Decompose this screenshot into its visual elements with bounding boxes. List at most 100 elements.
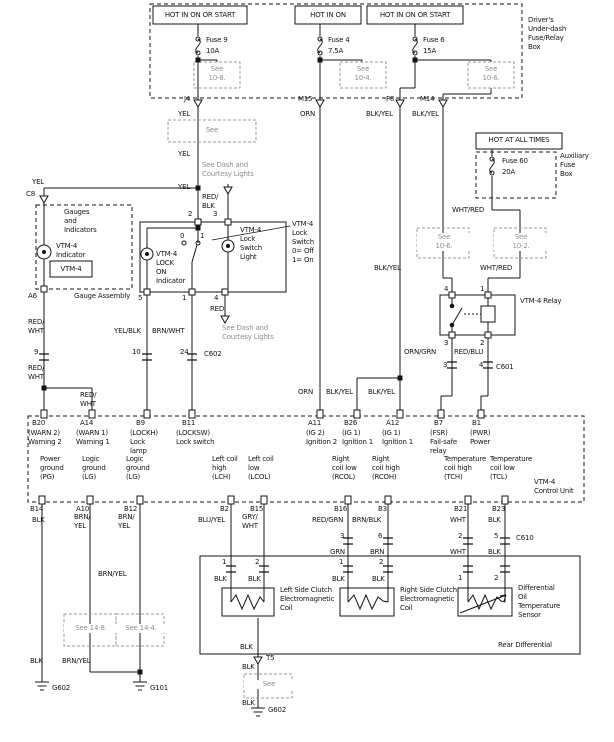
wire-brnyel-b12: BRN/ YEL <box>118 513 135 530</box>
pin-b9: B9 <box>136 419 145 427</box>
hot-box-3 <box>366 5 464 25</box>
see-box-10-6-top <box>467 61 515 89</box>
vtm4-relay-label: VTM-4 Relay <box>520 297 562 305</box>
wire-wht-b21: WHT <box>450 516 466 524</box>
pin-b1: B1 <box>472 419 481 427</box>
vtm4-legend-box <box>49 260 93 278</box>
gauges-title: Gauges and Indicators <box>64 208 97 234</box>
connector-m15: M15 <box>298 95 313 103</box>
wire-red: RED <box>210 305 225 313</box>
wire-blk-t5-a: BLK <box>240 643 253 651</box>
c602-pin-10: 10 <box>132 348 141 356</box>
gauges-box <box>35 204 133 290</box>
fuse-symbols <box>195 36 495 176</box>
left-coil-box <box>221 587 275 617</box>
right-coil-symbol <box>347 593 389 611</box>
wire-blk-g602: BLK <box>30 657 43 665</box>
wire-bluyel: BLU/YEL <box>198 516 226 524</box>
fuse9-amps: 10A <box>206 47 220 55</box>
c610-pin-5: 5 <box>494 532 499 540</box>
see-box-10-4 <box>339 61 387 89</box>
left-coil-label: Left Side Clutch Electromagnetic Coil <box>280 586 335 612</box>
see-ref-14-8: See 14-8. <box>64 624 118 633</box>
pin-a14: A14 <box>80 419 94 427</box>
rear-differential-label: Rear Differential <box>498 641 552 649</box>
connector-m14: M14 <box>420 95 435 103</box>
c610-pin-3: 3 <box>340 532 345 540</box>
c601-pin-4: 4 <box>479 361 484 369</box>
hot-in-on-or-start-2: HOT IN ON OR START <box>379 11 451 19</box>
leftcoil-pin-2: 2 <box>255 558 260 566</box>
wire-yel-4: YEL <box>178 183 190 191</box>
pin-b26: B26 <box>344 419 358 427</box>
fuse6-amps: 15A <box>423 47 437 55</box>
wire-redwht-3: RED/ WHT <box>80 391 97 408</box>
pin-b23: B23 <box>492 505 506 513</box>
wire-brnyel-g101: BRN/YEL <box>62 657 91 665</box>
wire-blk-lc2: BLK <box>248 575 261 583</box>
connector-c8: C8 <box>26 190 35 198</box>
wire-yel-3: YEL <box>32 178 44 186</box>
rightcoil-pin-1: 1 <box>339 558 344 566</box>
connector-c602: C602 <box>204 350 222 358</box>
wire-grywht: GRY/ WHT <box>242 513 258 530</box>
connector-arrows <box>39 99 448 666</box>
hot-at-all-times: HOT AT ALL TIMES <box>488 136 550 144</box>
sensor-pin-1: 1 <box>458 574 463 582</box>
func-ig1-a: (IG 1) Ignition 1 <box>342 429 373 446</box>
hot-in-on-or-start-1: HOT IN ON OR START <box>164 11 236 19</box>
relay-pin-4: 4 <box>444 285 449 293</box>
wire-yel-1: YEL <box>178 110 190 118</box>
lockbox-pin-2: 2 <box>188 210 193 218</box>
func-ig1-b: (IG 1) Ignition 1 <box>382 429 413 446</box>
wire-orn-1: ORN <box>300 110 316 118</box>
connector-ticks <box>39 353 510 573</box>
switch-pos-1: 1 <box>200 232 205 240</box>
c610-pin-6: 6 <box>378 532 383 540</box>
ground-g602-left: G602 <box>52 684 70 692</box>
wire-brnyel-merge: BRN/YEL <box>98 570 127 578</box>
see-ref-10-4: See 10-4. <box>354 65 372 82</box>
relay-pin-1: 1 <box>480 285 485 293</box>
junction-dots <box>41 57 418 675</box>
pin-a11: A11 <box>308 419 322 427</box>
wire-blkyel-2: BLK/YEL <box>412 110 439 118</box>
aux-fuse-box-title: Auxiliary Fuse Box <box>560 152 589 178</box>
pin-b21: B21 <box>454 505 468 513</box>
note-dash-courtesy-1: See Dash and Courtesy Lights <box>202 161 254 178</box>
wire-yel-2: YEL <box>178 150 190 158</box>
pin-a6: A6 <box>28 292 37 300</box>
under-dash-fusebox <box>149 3 523 99</box>
ground-g101: G101 <box>150 684 168 692</box>
hot-box-1 <box>152 5 248 25</box>
c602-pin-24: 24 <box>180 348 189 356</box>
fusebox-title: Driver's Under-dash Fuse/Relay Box <box>528 16 567 51</box>
see-ref-10-2: See 10-2. <box>494 233 548 251</box>
c602-pin-9: 9 <box>34 348 39 356</box>
wire-blk-lc1: BLK <box>214 575 227 583</box>
func-warn1: (WARN 1) Warning 1 <box>76 429 110 446</box>
func-rcol: Right coil low (RCOL) <box>332 455 357 481</box>
wire-blk-t5-c: BLK <box>242 699 255 707</box>
pin-b2: B2 <box>220 505 229 513</box>
pin-b15: B15 <box>250 505 264 513</box>
c601-pin-3: 3 <box>443 361 448 369</box>
right-coil-box <box>339 587 395 617</box>
func-lch: Left coil high (LCH) <box>212 455 238 481</box>
connector-j4: J4 <box>184 95 191 103</box>
wire-whtred-2: WHT/RED <box>480 264 513 272</box>
wire-blk-rc2: BLK <box>372 575 385 583</box>
func-rcoh: Right coil high (RCOH) <box>372 455 400 481</box>
connector-t5: T5 <box>266 654 275 662</box>
pin-b3: B3 <box>378 505 387 513</box>
pin-b20: B20 <box>32 419 46 427</box>
leftcoil-pin-1: 1 <box>222 558 227 566</box>
wire-blk-t5-b: BLK <box>242 663 255 671</box>
rightcoil-pin-2: 2 <box>379 558 384 566</box>
see-ref-10-8: See 10-8. <box>208 65 226 82</box>
ground-g602-bottom: G602 <box>268 706 286 714</box>
wire-brnyel-a10: BRN/ YEL <box>74 513 91 530</box>
temp-sensor-label: Differential Oil Temperature Sensor <box>518 584 561 619</box>
pin-b7: B7 <box>434 419 443 427</box>
